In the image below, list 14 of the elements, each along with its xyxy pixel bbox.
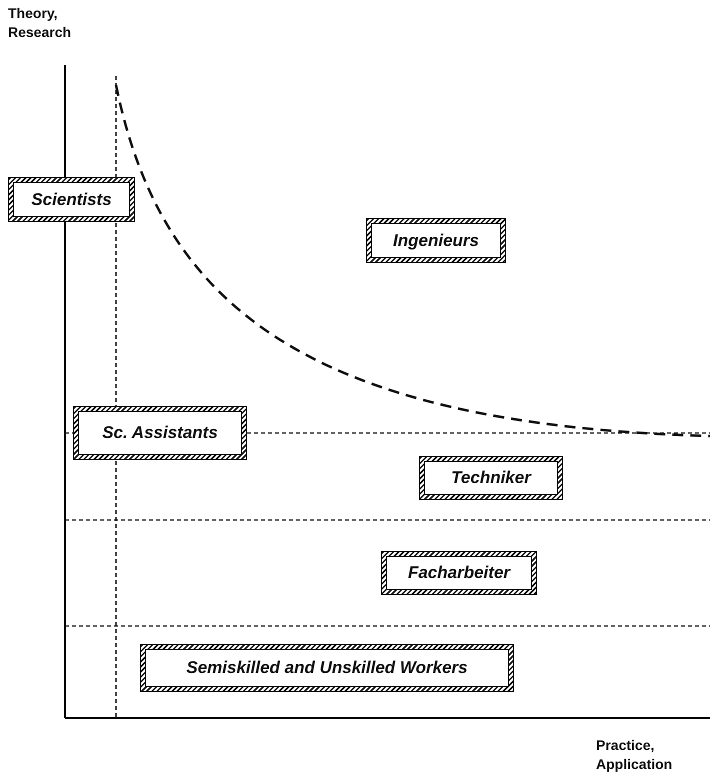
hatched-label-box xyxy=(419,456,563,500)
hatched-label-box xyxy=(381,551,537,595)
hatched-label-box xyxy=(8,177,135,222)
occupation-label: Sc. Assistants xyxy=(102,423,218,443)
hatched-label-box xyxy=(140,644,514,692)
occupation-label: Semiskilled and Unskilled Workers xyxy=(186,658,468,678)
hatched-label-box xyxy=(366,218,506,263)
y-axis-label: Theory, Research xyxy=(8,4,72,42)
occupation-label: Ingenieurs xyxy=(393,230,479,250)
occupation-label: Scientists xyxy=(31,190,112,210)
x-axis-label: Practice, Application xyxy=(596,736,674,774)
occupation-label: Techniker xyxy=(451,468,531,488)
occupation-label: Facharbeiter xyxy=(408,563,510,583)
hatched-label-box xyxy=(73,406,247,460)
